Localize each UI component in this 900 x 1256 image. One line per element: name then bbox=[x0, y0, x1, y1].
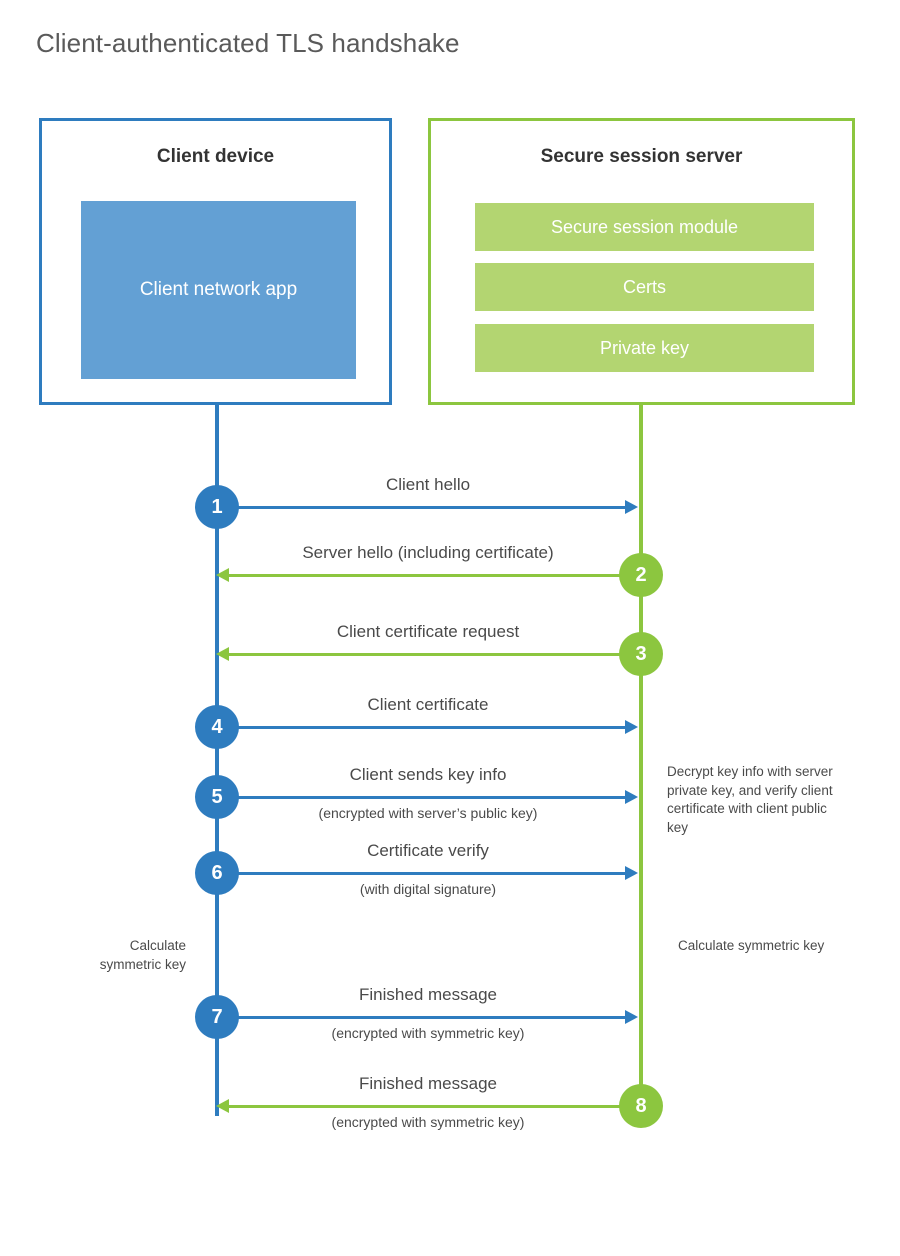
step-2-arrow-shaft bbox=[229, 574, 641, 577]
step-6-sublabel: (with digital signature) bbox=[359, 881, 497, 897]
step-4-label: Client certificate bbox=[367, 695, 489, 714]
server-block-certs: Certs bbox=[475, 263, 814, 311]
server-calculate-symmetric-key-note: Calculate symmetric key bbox=[678, 938, 825, 953]
step-7-sublabel: (encrypted with symmetric key) bbox=[331, 1025, 525, 1041]
client-device-box: Client device Client network app bbox=[39, 118, 392, 405]
step-1-arrow-head bbox=[625, 500, 638, 514]
secure-session-server-box: Secure session server Secure session mod… bbox=[428, 118, 855, 405]
step-3-arrow-shaft bbox=[229, 653, 641, 656]
step-1-label: Client hello bbox=[385, 475, 471, 494]
step-5-sublabel: (encrypted with server’s public key) bbox=[318, 805, 538, 821]
step-8-sublabel: (encrypted with symmetric key) bbox=[331, 1114, 525, 1130]
step-6-label: Certificate verify bbox=[367, 841, 489, 860]
step-3-badge: 3 bbox=[619, 632, 663, 676]
step-1-arrow-shaft bbox=[217, 506, 625, 509]
step-7-label: Finished message bbox=[359, 985, 497, 1004]
step-5-arrow-shaft bbox=[217, 796, 625, 799]
server-block-secure-session-module: Secure session module bbox=[475, 203, 814, 251]
step-4-badge: 4 bbox=[195, 705, 239, 749]
step-1-badge: 1 bbox=[195, 485, 239, 529]
server-lifeline bbox=[639, 402, 643, 1106]
client-network-app-block: Client network app bbox=[81, 201, 356, 379]
step-7-badge: 7 bbox=[195, 995, 239, 1039]
step-8-label: Finished message bbox=[359, 1074, 497, 1093]
secure-session-server-title: Secure session server bbox=[540, 146, 743, 167]
step-2-badge: 2 bbox=[619, 553, 663, 597]
step-7-arrow-head bbox=[625, 1010, 638, 1024]
step-7-arrow-shaft bbox=[217, 1016, 625, 1019]
step-5-arrow-head bbox=[625, 790, 638, 804]
page-title: Client-authenticated TLS handshake bbox=[36, 28, 460, 58]
step-6-arrow-head bbox=[625, 866, 638, 880]
server-decrypt-note: Decrypt key info with server private key… bbox=[667, 764, 833, 835]
step-5-label: Client sends key info bbox=[349, 765, 507, 784]
step-8-arrow-head bbox=[216, 1099, 229, 1113]
step-4-arrow-shaft bbox=[217, 726, 625, 729]
client-lifeline bbox=[215, 402, 219, 1116]
server-block-private-key: Private key bbox=[475, 324, 814, 372]
client-device-title: Client device bbox=[156, 146, 275, 167]
step-8-arrow-shaft bbox=[229, 1105, 641, 1108]
step-5-badge: 5 bbox=[195, 775, 239, 819]
step-4-arrow-head bbox=[625, 720, 638, 734]
step-3-label: Client certificate request bbox=[336, 622, 520, 641]
client-calculate-symmetric-key-note: Calculate symmetric key bbox=[99, 938, 186, 972]
step-6-arrow-shaft bbox=[217, 872, 625, 875]
step-8-badge: 8 bbox=[619, 1084, 663, 1128]
step-3-arrow-head bbox=[216, 647, 229, 661]
step-6-badge: 6 bbox=[195, 851, 239, 895]
step-2-label: Server hello (including certificate) bbox=[302, 543, 554, 562]
step-2-arrow-head bbox=[216, 568, 229, 582]
